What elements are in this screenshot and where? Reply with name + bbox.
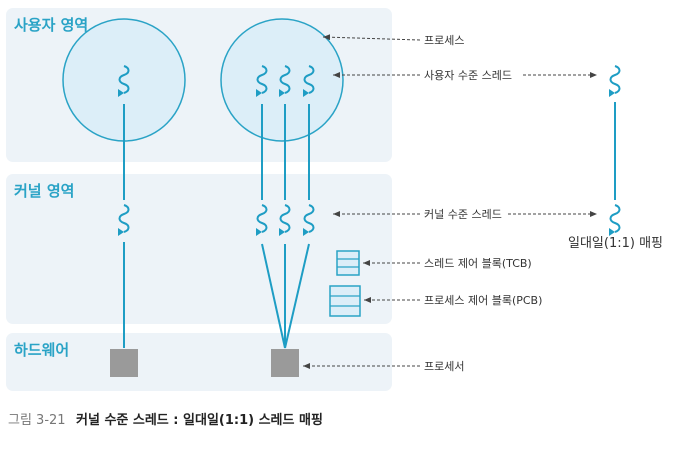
- callout-arrows: [303, 34, 597, 369]
- label-mapping: 일대일(1:1) 매핑: [568, 236, 663, 251]
- user-thread-icon: [118, 65, 130, 97]
- user-thread-icon: [279, 65, 291, 97]
- kernel-thread-icon: [256, 204, 268, 236]
- figure-number: 그림 3-21: [8, 413, 66, 428]
- label-tcb: 스레드 제어 블록(TCB): [424, 257, 532, 270]
- kernel-space-title: 커널 영역: [14, 182, 74, 200]
- user-thread-icon: [256, 65, 268, 97]
- hardware-title: 하드웨어: [14, 341, 69, 359]
- tcb-icon: [336, 250, 360, 276]
- label-processor: 프로세서: [424, 360, 464, 373]
- label-pcb: 프로세스 제어 블록(PCB): [424, 294, 542, 307]
- legend-kernel-thread-icon: [609, 204, 621, 236]
- user-space-title: 사용자 영역: [14, 16, 88, 34]
- process-right: [220, 18, 344, 142]
- kernel-thread-icon: [303, 204, 315, 236]
- kernel-thread-icon: [279, 204, 291, 236]
- label-process: 프로세스: [424, 34, 464, 47]
- user-thread-icon: [303, 65, 315, 97]
- kernel-threads: [118, 204, 315, 236]
- kernel-space-panel: [6, 174, 392, 324]
- processor-left: [110, 349, 138, 377]
- legend-threads: [609, 65, 621, 236]
- label-kernel-threads: 커널 수준 스레드: [424, 208, 502, 221]
- pcb-icon: [329, 285, 361, 317]
- processor-right: [271, 349, 299, 377]
- mapping-lines: [123, 104, 310, 349]
- label-user-threads: 사용자 수준 스레드: [424, 69, 512, 82]
- user-threads: [118, 65, 315, 97]
- kernel-thread-icon: [118, 204, 130, 236]
- legend-user-thread-icon: [609, 65, 621, 97]
- figure-caption: 커널 수준 스레드 : 일대일(1:1) 스레드 매핑: [76, 412, 323, 428]
